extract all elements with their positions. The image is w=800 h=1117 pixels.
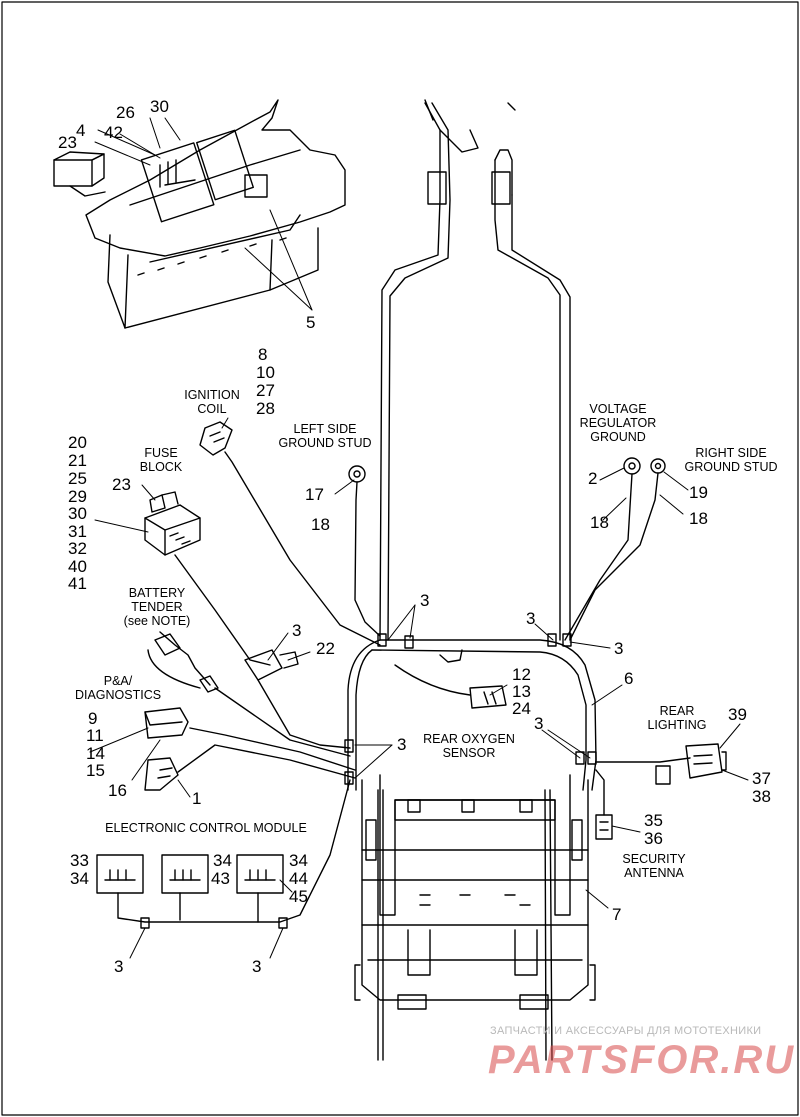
label-ignition-coil: IGNITION COIL bbox=[184, 388, 240, 416]
battery-tender-lead bbox=[147, 631, 351, 757]
callout-27: 27 bbox=[256, 381, 275, 400]
callout-23: 23 bbox=[58, 133, 77, 152]
harness-hoop bbox=[347, 639, 597, 791]
callout-5: 5 bbox=[306, 313, 316, 332]
callout-7: 7 bbox=[612, 905, 622, 924]
callout-14: 14 bbox=[86, 744, 105, 763]
label-pa-diagnostics: P&A/ DIAGNOSTICS bbox=[74, 674, 162, 702]
callout-3: 3 bbox=[526, 609, 536, 628]
callout-34: 34 bbox=[70, 869, 89, 888]
callout-12: 12 bbox=[512, 665, 531, 684]
callout-19: 19 bbox=[689, 483, 708, 502]
callout-3: 3 bbox=[252, 957, 262, 976]
callout-3: 3 bbox=[534, 714, 544, 733]
harness-clips bbox=[344, 633, 597, 785]
callout-36: 36 bbox=[644, 829, 663, 848]
callout-28: 28 bbox=[256, 399, 275, 418]
callout-3: 3 bbox=[614, 639, 624, 658]
left-ground-lead bbox=[348, 465, 381, 637]
ecm-connectors bbox=[96, 779, 351, 929]
callout-43: 43 bbox=[211, 869, 230, 888]
callout-1: 1 bbox=[192, 789, 202, 808]
callout-29: 29 bbox=[68, 487, 87, 506]
callout-3: 3 bbox=[420, 591, 430, 610]
callout-41: 41 bbox=[68, 574, 87, 593]
callout-34: 34 bbox=[213, 851, 232, 870]
watermark-brand: PARTSFOR.RU bbox=[488, 1038, 796, 1082]
callout-40: 40 bbox=[68, 557, 87, 576]
callout-32: 32 bbox=[68, 539, 87, 558]
callout-8: 8 bbox=[258, 345, 268, 364]
callout-18: 18 bbox=[689, 509, 708, 528]
label-fuse-block: FUSE BLOCK bbox=[139, 446, 183, 474]
callout-23: 23 bbox=[112, 475, 131, 494]
label-security-antenna: SECURITY ANTENNA bbox=[622, 852, 686, 880]
callout-24: 24 bbox=[512, 699, 531, 718]
label-electronic-control-module: ELECTRONIC CONTROL MODULE bbox=[105, 821, 307, 835]
callout-37: 37 bbox=[752, 769, 771, 788]
ignition-coil-lead bbox=[199, 421, 381, 646]
callout-3: 3 bbox=[397, 735, 407, 754]
callout-31: 31 bbox=[68, 522, 87, 541]
callout-21: 21 bbox=[68, 451, 87, 470]
callout-39: 39 bbox=[728, 705, 747, 724]
label-rear-oxygen-sensor: REAR OXYGEN SENSOR bbox=[423, 732, 515, 760]
watermark-tagline: ЗАПЧАСТИ И АКСЕССУАРЫ ДЛЯ МОТОТЕХНИКИ bbox=[490, 1025, 762, 1037]
callout-3: 3 bbox=[292, 621, 302, 640]
fuse-block bbox=[144, 491, 271, 666]
callout-11: 11 bbox=[86, 726, 104, 745]
callout-4: 4 bbox=[76, 121, 86, 140]
callout-15: 15 bbox=[86, 761, 105, 780]
callout-16: 16 bbox=[108, 781, 127, 800]
rear-lighting-leads bbox=[595, 743, 727, 840]
callout-30: 30 bbox=[150, 97, 169, 116]
callout-9: 9 bbox=[88, 709, 98, 728]
label-voltage-regulator-ground: VOLTAGE REGULATOR GROUND bbox=[579, 402, 657, 444]
callout-22: 22 bbox=[316, 639, 335, 658]
callout-42: 42 bbox=[104, 123, 123, 142]
callout-17: 17 bbox=[305, 485, 324, 504]
callout-25: 25 bbox=[68, 469, 87, 488]
electrical-caddy bbox=[53, 99, 346, 329]
callout-3: 3 bbox=[114, 957, 124, 976]
callout-33: 33 bbox=[70, 851, 89, 870]
callout-45: 45 bbox=[289, 887, 308, 906]
right-ground-leads bbox=[564, 457, 666, 641]
callout-13: 13 bbox=[512, 682, 531, 701]
callout-38: 38 bbox=[752, 787, 771, 806]
callout-26: 26 bbox=[116, 103, 135, 122]
callout-34: 34 bbox=[289, 851, 308, 870]
callout-18: 18 bbox=[311, 515, 330, 534]
callout-35: 35 bbox=[644, 811, 663, 830]
callout-30: 30 bbox=[68, 504, 87, 523]
callout-6: 6 bbox=[624, 669, 634, 688]
callout-18: 18 bbox=[590, 513, 609, 532]
callout-44: 44 bbox=[289, 869, 308, 888]
callout-2: 2 bbox=[588, 469, 598, 488]
callout-20: 20 bbox=[68, 433, 87, 452]
callout-10: 10 bbox=[256, 363, 275, 382]
label-battery-tender: BATTERY TENDER (see NOTE) bbox=[123, 586, 191, 628]
pa-diagnostics-leads bbox=[144, 707, 356, 791]
label-right-side-ground-stud: RIGHT SIDE GROUND STUD bbox=[684, 446, 778, 474]
connector-22 bbox=[244, 649, 351, 749]
rear-frame bbox=[354, 774, 596, 1061]
label-rear-lighting: REAR LIGHTING bbox=[647, 704, 707, 732]
label-left-side-ground-stud: LEFT SIDE GROUND STUD bbox=[278, 422, 372, 450]
harness-upper-branches bbox=[379, 99, 571, 641]
